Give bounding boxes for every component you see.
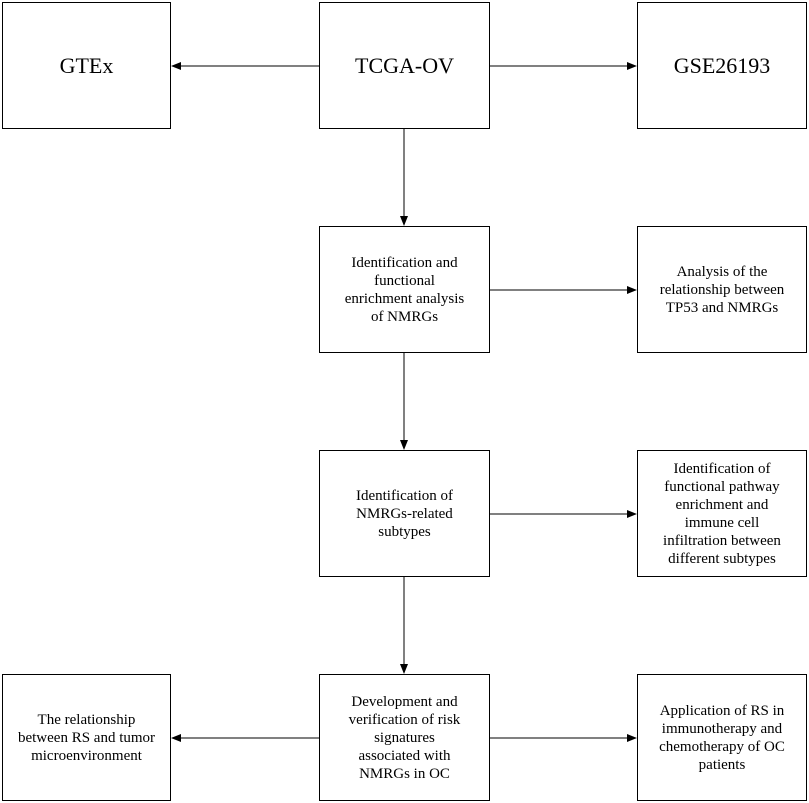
- node-tp53-analysis: Analysis of the relationship between TP5…: [637, 226, 807, 353]
- node-identification-enrichment-label: Identification and functional enrichment…: [344, 254, 465, 325]
- node-rs-tumor-microenvironment-label: The relationship between RS and tumor mi…: [17, 711, 156, 764]
- node-subtypes: Identification of NMRGs-related subtypes: [319, 450, 490, 577]
- node-tcga-ov-label: TCGA-OV: [355, 52, 454, 78]
- node-risk-signature-development-label: Development and verification of risk sig…: [348, 693, 461, 782]
- node-subtypes-label: Identification of NMRGs-related subtypes: [355, 487, 454, 540]
- node-rs-application: Application of RS in immunotherapy and c…: [637, 674, 807, 801]
- node-rs-tumor-microenvironment: The relationship between RS and tumor mi…: [2, 674, 171, 801]
- node-gtex: GTEx: [2, 2, 171, 129]
- node-pathway-infiltration-label: Identification of functional pathway enr…: [663, 460, 781, 567]
- node-tp53-analysis-label: Analysis of the relationship between TP5…: [659, 263, 785, 316]
- node-gse26193: GSE26193: [637, 2, 807, 129]
- node-pathway-infiltration: Identification of functional pathway enr…: [637, 450, 807, 577]
- node-gtex-label: GTEx: [59, 52, 114, 78]
- node-tcga-ov: TCGA-OV: [319, 2, 490, 129]
- node-rs-application-label: Application of RS in immunotherapy and c…: [659, 702, 785, 773]
- node-identification-enrichment: Identification and functional enrichment…: [319, 226, 490, 353]
- node-gse26193-label: GSE26193: [673, 52, 771, 78]
- node-risk-signature-development: Development and verification of risk sig…: [319, 674, 490, 801]
